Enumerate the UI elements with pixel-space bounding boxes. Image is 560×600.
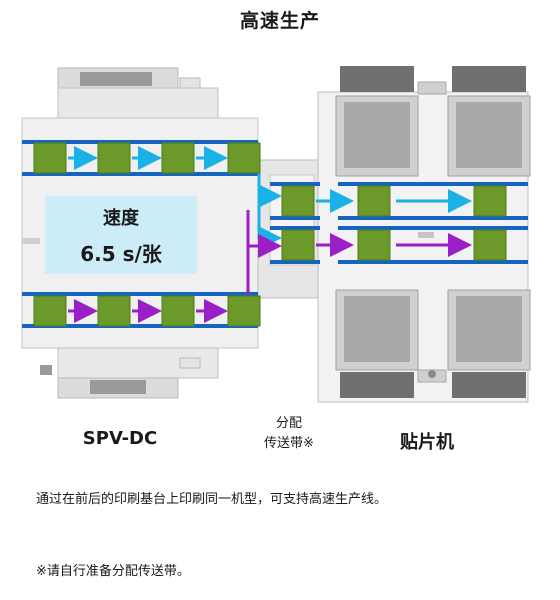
pcb-board xyxy=(473,185,507,217)
pcb-board xyxy=(357,185,391,217)
speed-label: 速度 xyxy=(103,208,139,229)
pcb-board xyxy=(281,229,315,261)
pcb-board xyxy=(473,229,507,261)
pcb-board xyxy=(33,295,67,327)
page-title: 高速生产 xyxy=(239,10,320,32)
conveyor-label-line2: 传送带※ xyxy=(264,436,314,451)
pcb-board xyxy=(97,142,131,174)
pcb-board xyxy=(357,229,391,261)
pcb-board xyxy=(227,295,261,327)
pcb-board xyxy=(281,185,315,217)
pcb-board xyxy=(227,142,261,174)
footnote-text: ※请自行准备分配传送带。 xyxy=(36,564,190,579)
pcb-board xyxy=(161,142,195,174)
right-machine-label: 贴片机 xyxy=(400,432,454,453)
conveyor-label: 分配 传送带※ xyxy=(244,414,334,454)
mounter-machine xyxy=(317,66,531,403)
speed-value: 6.5 s/张 xyxy=(80,242,162,266)
pcb-board xyxy=(33,142,67,174)
conveyor-label-line1: 分配 xyxy=(275,416,302,431)
description-text: 通过在前后的印刷基台上印刷同一机型，可支持高速生产线。 xyxy=(36,492,388,507)
pcb-boards xyxy=(33,142,507,327)
pcb-board xyxy=(97,295,131,327)
flow-arrows-lower xyxy=(68,210,472,323)
speed-box: 速度 6.5 s/张 xyxy=(45,196,197,274)
left-machine-label: SPV-DC xyxy=(82,428,158,449)
pcb-board xyxy=(161,295,195,327)
